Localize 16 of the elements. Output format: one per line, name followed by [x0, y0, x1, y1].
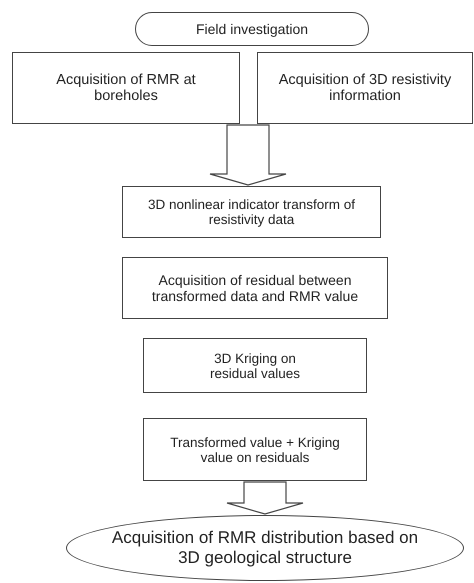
process-box — [257, 52, 473, 124]
node-label: Acquisition of residual between transformed data and RMR value — [150, 272, 360, 304]
node-label: 3D nonlinear indicator transform of resistivity data — [146, 197, 356, 227]
block-arrow — [209, 124, 287, 186]
block-arrow — [226, 481, 304, 515]
node-label: Acquisition of RMR distribution based on 3D geological structure — [110, 528, 420, 568]
node-label: 3D Kriging on residual values — [208, 350, 302, 380]
node-label: Field investigation — [194, 21, 310, 37]
process-box — [122, 186, 381, 238]
node-label: Acquisition of RMR at boreholes — [55, 72, 197, 104]
process-box — [122, 257, 388, 319]
process-box — [143, 338, 367, 393]
process-box — [143, 418, 367, 481]
process-box — [12, 52, 240, 124]
node-label: Transformed value + Kriging value on residuals — [169, 434, 341, 464]
node-label: Acquisition of 3D resistivity information — [278, 72, 452, 104]
